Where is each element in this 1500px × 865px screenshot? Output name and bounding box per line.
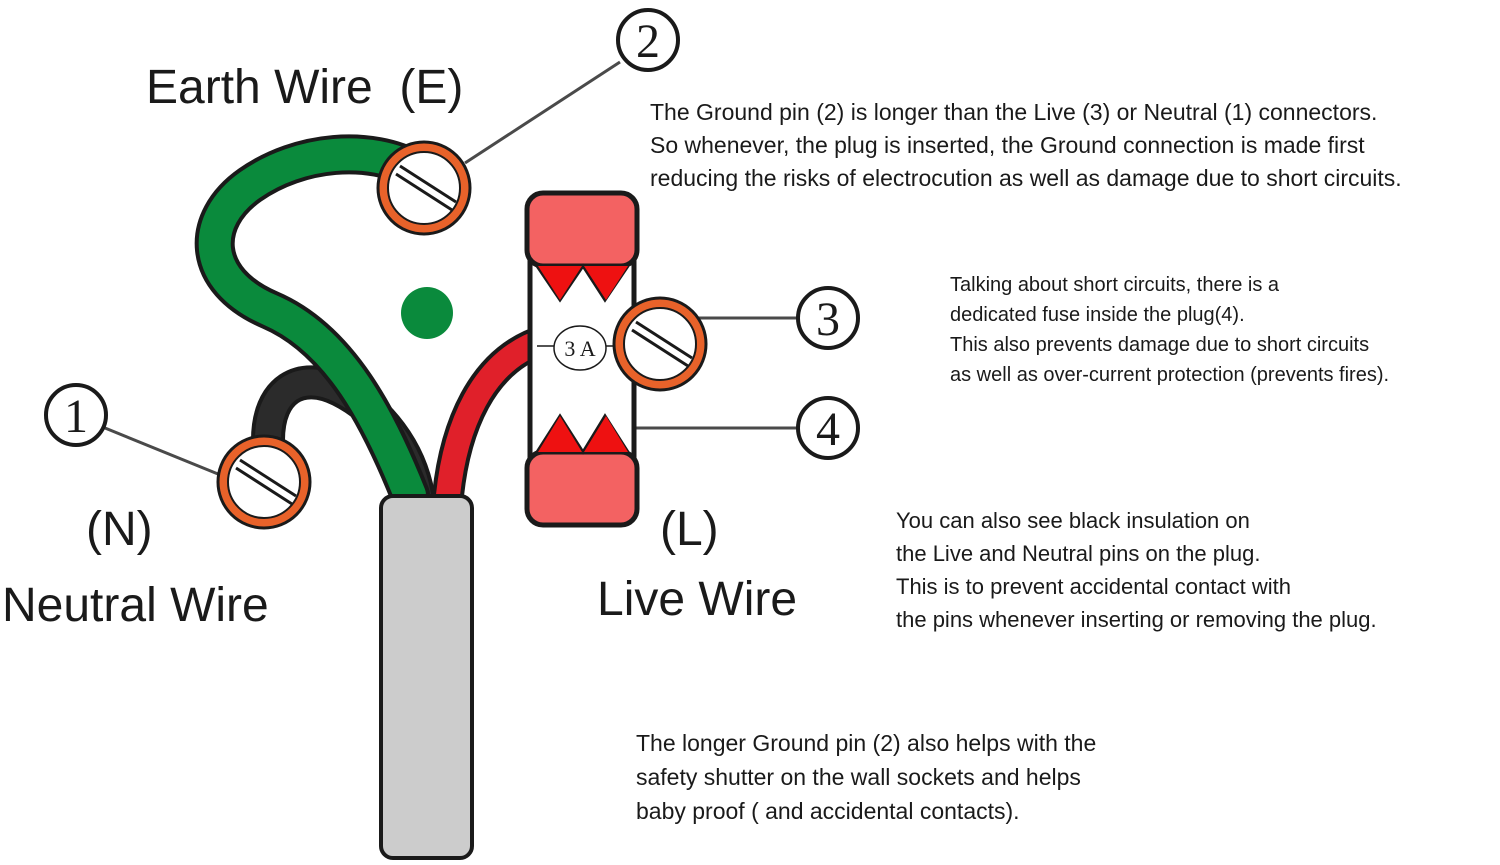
terminal-live xyxy=(612,296,708,392)
earth-wire-label: Earth Wire (E) xyxy=(146,61,464,114)
note-line: reducing the risks of electrocution as w… xyxy=(650,165,1402,191)
note-line: the pins whenever inserting or removing … xyxy=(896,607,1377,632)
terminal-neutral xyxy=(216,434,312,530)
cable-sheath xyxy=(379,494,474,860)
note-line: You can also see black insulation on xyxy=(896,508,1250,533)
note-line: This also prevents damage due to short c… xyxy=(950,334,1370,356)
note-line: baby proof ( and accidental contacts). xyxy=(636,798,1020,824)
note-insulation: You can also see black insulation on the… xyxy=(896,504,1377,636)
callout-4: 4 xyxy=(796,396,860,460)
callout-2: 2 xyxy=(616,8,680,72)
note-line: Talking about short circuits, there is a xyxy=(950,274,1280,296)
note-line: safety shutter on the wall sockets and h… xyxy=(636,764,1081,790)
earth-wire xyxy=(194,134,435,515)
live-wire xyxy=(432,324,561,511)
terminal-earth xyxy=(376,140,472,236)
callout-1: 1 xyxy=(44,383,108,447)
note-line: So whenever, the plug is inserted, the G… xyxy=(650,132,1365,158)
earth-dot xyxy=(401,287,453,339)
neutral-code-label: (N) xyxy=(86,503,153,556)
svg-text:2: 2 xyxy=(636,15,660,68)
note-line: as well as over-current protection (prev… xyxy=(950,364,1390,386)
note-ground-pin: The Ground pin (2) is longer than the Li… xyxy=(650,96,1402,195)
fuse-rating-badge xyxy=(553,325,607,371)
svg-text:1: 1 xyxy=(64,390,88,443)
note-line: The Ground pin (2) is longer than the Li… xyxy=(650,99,1378,125)
note-line: The longer Ground pin (2) also helps wit… xyxy=(636,730,1097,756)
note-line: the Live and Neutral pins on the plug. xyxy=(896,541,1261,566)
note-fuse: Talking about short circuits, there is a… xyxy=(950,270,1389,390)
neutral-wire-label: Neutral Wire xyxy=(2,579,269,632)
svg-text:4: 4 xyxy=(816,403,840,456)
callout-3: 3 xyxy=(796,286,860,350)
note-line: dedicated fuse inside the plug(4). xyxy=(950,304,1245,326)
callout-leaders xyxy=(104,60,798,476)
note-line: This is to prevent accidental contact wi… xyxy=(896,574,1291,599)
note-safety-shutter: The longer Ground pin (2) also helps wit… xyxy=(636,726,1096,828)
live-wire-label: Live Wire xyxy=(597,573,798,626)
svg-text:3: 3 xyxy=(816,293,840,346)
fuse-rating: 3 A xyxy=(564,336,595,361)
live-code-label: (L) xyxy=(660,503,719,556)
